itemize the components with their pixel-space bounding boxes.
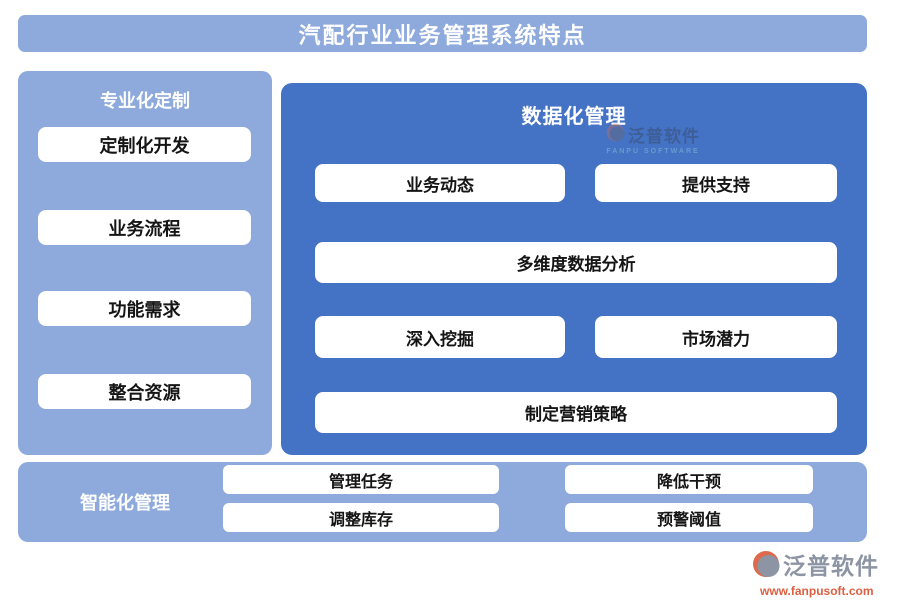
page-title-banner: 汽配行业业务管理系统特点 (18, 15, 867, 52)
feature-multidimensional-data-analysis[interactable]: 多维度数据分析 (315, 242, 837, 283)
feature-business-process[interactable]: 业务流程 (38, 210, 251, 245)
feature-manage-tasks[interactable]: 管理任务 (223, 465, 499, 494)
page-title: 汽配行业业务管理系统特点 (298, 22, 587, 48)
feature-functional-requirements[interactable]: 功能需求 (38, 291, 251, 326)
feature-deep-mining[interactable]: 深入挖掘 (315, 316, 565, 358)
fanpu-logo-name: 泛普软件 (783, 554, 879, 579)
bottom-panel-title: 智能化管理 (80, 493, 170, 513)
fanpu-logo-icon (752, 550, 780, 583)
main-panel-title: 数据化管理 (521, 106, 627, 128)
feature-business-dynamics[interactable]: 业务动态 (315, 164, 565, 202)
feature-integrate-resources[interactable]: 整合资源 (38, 374, 251, 409)
left-panel-title: 专业化定制 (100, 91, 190, 111)
fanpu-logo-url[interactable]: www.fanpusoft.com (760, 584, 874, 598)
feature-adjust-inventory[interactable]: 调整库存 (223, 503, 499, 532)
feature-provide-support[interactable]: 提供支持 (595, 164, 837, 202)
feature-market-potential[interactable]: 市场潜力 (595, 316, 837, 358)
feature-custom-development[interactable]: 定制化开发 (38, 127, 251, 162)
feature-marketing-strategy[interactable]: 制定营销策略 (315, 392, 837, 433)
feature-reduce-intervention[interactable]: 降低干预 (565, 465, 813, 494)
fanpu-logo: 泛普软件 www.fanpusoft.com (752, 550, 897, 598)
feature-alert-threshold[interactable]: 预警阈值 (565, 503, 813, 532)
